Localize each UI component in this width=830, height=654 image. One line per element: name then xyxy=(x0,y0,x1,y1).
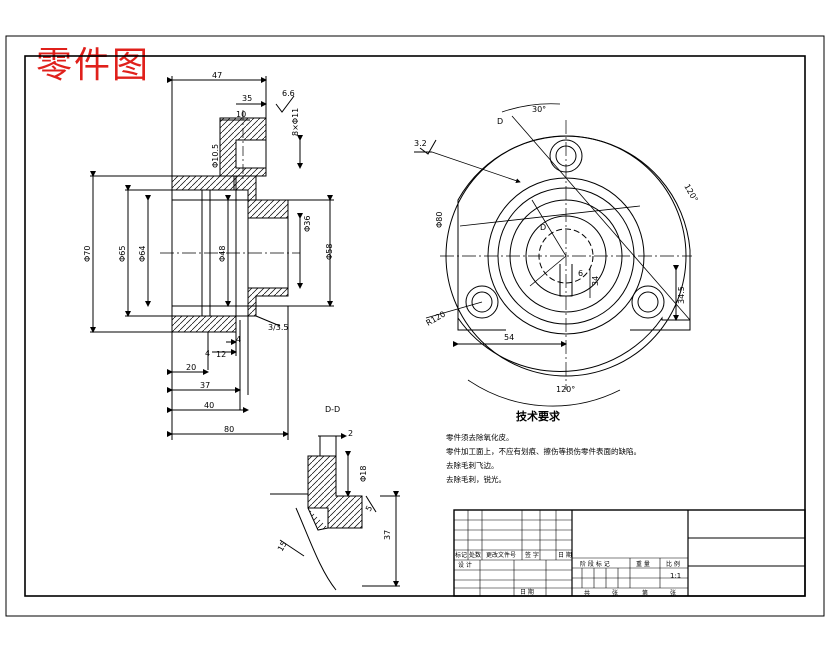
dim-phi48: Φ48 xyxy=(218,246,227,262)
tb-sheets-a: 张 xyxy=(612,589,618,597)
finish-3-2: 3.2 xyxy=(414,139,427,148)
front-dim-labels: 47 35 10 6.6 8×Φ11 Φ10.5 Φ70 Φ65 Φ64 Φ48… xyxy=(83,71,334,434)
front-section-view xyxy=(90,76,334,440)
tech-line-4: 去除毛刺，锐光。 xyxy=(446,474,506,484)
tb-total: 共 xyxy=(584,589,590,597)
dim-dd-phi18: Φ18 xyxy=(359,466,368,482)
inner-frame xyxy=(24,55,806,597)
dim-30deg: 30° xyxy=(532,105,546,114)
dim-phi64: Φ64 xyxy=(138,246,147,262)
tb-sheets-b: 张 xyxy=(670,589,676,597)
dim-dd-15: 15 xyxy=(276,540,289,553)
outer-border xyxy=(5,35,825,617)
tb-design: 设 计 xyxy=(458,561,472,569)
tb-change-doc: 更改文件号 xyxy=(486,551,516,559)
dim-dd-37: 37 xyxy=(383,530,392,540)
tb-scale-label: 比 例 xyxy=(666,560,680,568)
dim-thread: 3/3.5 xyxy=(268,323,289,332)
dim-37: 37 xyxy=(200,381,210,390)
tb-sign: 签 字 xyxy=(525,551,539,559)
side-dim-labels: 3.2 D D 30° 120° Φ80 6 34 34.5 R120 54 1… xyxy=(414,105,700,394)
tb-scale-value: 1:1 xyxy=(670,572,681,580)
tb-date: 日 期 xyxy=(558,551,572,559)
dim-phi10-5: Φ10.5 xyxy=(211,144,220,168)
tech-line-1: 零件须去除氧化皮。 xyxy=(446,432,514,442)
dim-4a: 4 xyxy=(205,349,210,358)
dim-40: 40 xyxy=(204,401,214,410)
dim-dd-5: 5 xyxy=(364,504,374,513)
dim-phi65: Φ65 xyxy=(118,246,127,262)
dim-phi70: Φ70 xyxy=(83,246,92,262)
title-block xyxy=(453,509,806,597)
title-block-text: 标记 处数 更改文件号 签 字 日 期 设 计 日 期 阶 段 标 记 重 量 … xyxy=(455,551,681,597)
dim-10: 10 xyxy=(236,110,246,119)
dim-12: 12 xyxy=(216,350,226,359)
label-d-mid: D xyxy=(540,223,546,232)
dim-phi58: Φ58 xyxy=(325,244,334,260)
dim-35: 35 xyxy=(242,94,252,103)
dim-dd-2: 2 xyxy=(348,429,353,438)
tb-stage: 阶 段 标 记 xyxy=(580,560,610,568)
dim-47: 47 xyxy=(212,71,222,80)
tb-nth: 第 xyxy=(642,589,648,597)
tb-count: 处数 xyxy=(469,551,481,559)
dim-34: 34 xyxy=(591,276,600,286)
side-view xyxy=(414,103,692,407)
dim-r120: R120 xyxy=(425,310,448,328)
section-dd xyxy=(270,433,400,591)
dim-80: 80 xyxy=(224,425,234,434)
dim-34-5: 34.5 xyxy=(677,286,686,304)
dim-120deg-a: 120° xyxy=(682,183,699,204)
label-d-top: D xyxy=(497,117,503,126)
tb-date-label: 日 期 xyxy=(520,588,534,596)
tb-mark: 标记 xyxy=(455,551,467,559)
tech-heading: 技术要求 xyxy=(516,409,561,423)
tech-line-3: 去除毛刺飞边。 xyxy=(446,460,499,470)
dim-54: 54 xyxy=(504,333,514,342)
dim-20: 20 xyxy=(186,363,196,372)
dim-phi80: Φ80 xyxy=(435,212,444,228)
dim-8xphi11: 8×Φ11 xyxy=(291,108,300,136)
drawing-heading: 零件图 xyxy=(36,45,151,86)
dim-6-6: 6.6 xyxy=(282,89,295,98)
dim-6: 6 xyxy=(578,269,583,278)
dim-phi36: Φ36 xyxy=(303,216,312,232)
tech-line-2: 零件加工面上，不应有划痕、擦伤等损伤零件表面的缺陷。 xyxy=(446,446,641,456)
tb-weight: 重 量 xyxy=(636,560,650,568)
dim-4b: 4 xyxy=(236,335,241,344)
tech-requirements: 技术要求 零件须去除氧化皮。 零件加工面上，不应有划痕、擦伤等损伤零件表面的缺陷… xyxy=(446,409,641,484)
dim-120deg-b: 120° xyxy=(556,385,575,394)
section-dd-labels: D-D 2 Φ18 5 37 15 xyxy=(276,405,392,553)
section-dd-label: D-D xyxy=(325,405,340,414)
